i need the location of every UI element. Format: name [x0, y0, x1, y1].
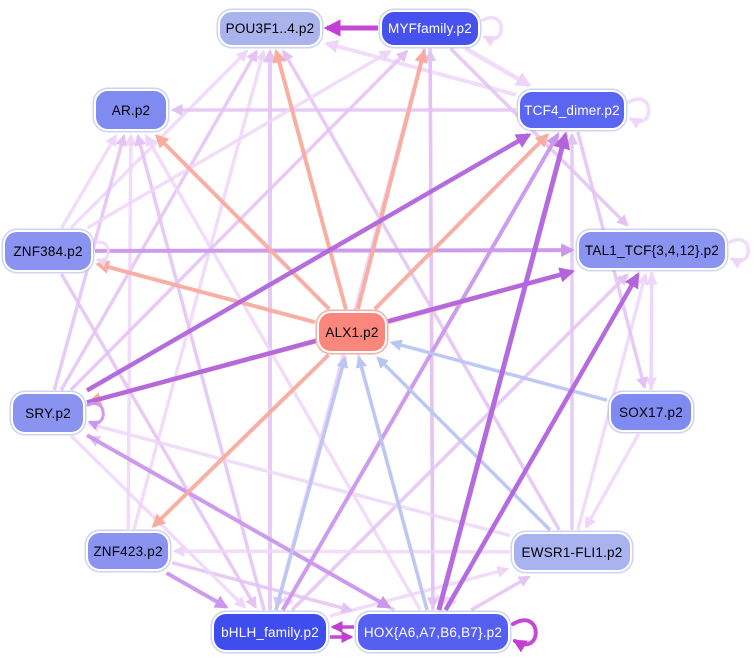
node-label: EWSR1-FLI1.p2 — [521, 544, 623, 560]
node-label: ZNF384.p2 — [13, 243, 83, 259]
edge-sry-hox — [86, 433, 392, 609]
node-HOX{A6,A7,B6,B7}.p2[interactable]: HOX{A6,A7,B6,B7}.p2 — [356, 612, 510, 652]
node-SOX17.p2[interactable]: SOX17.p2 — [609, 392, 693, 432]
edge-ewsr1-znf423 — [172, 545, 511, 558]
node-label: TCF4_dimer.p2 — [524, 102, 620, 118]
edge-alx1-znf423 — [151, 353, 330, 528]
edge-ewsr1-alx1 — [376, 356, 552, 532]
edge-bhlh-ewsr1 — [329, 565, 510, 618]
node-POU3F1..4.p2[interactable]: POU3F1..4.p2 — [218, 9, 322, 47]
node-SRY.p2[interactable]: SRY.p2 — [11, 392, 85, 434]
edge-znf384-myf — [86, 49, 392, 230]
edge-znf384-ar — [60, 133, 118, 229]
edge-myf-tcf4 — [464, 46, 532, 87]
node-ALX1.p2[interactable]: ALX1.p2 — [317, 311, 387, 353]
edge-znf423-hox — [171, 560, 354, 614]
self-loop-myf — [481, 16, 503, 47]
self-loop-hox — [511, 618, 538, 653]
node-AR.p2[interactable]: AR.p2 — [94, 89, 168, 131]
edge-bhlh-alx1 — [274, 355, 349, 611]
node-label: ZNF423.p2 — [93, 543, 163, 559]
node-label: TAL1_TCF{3,4,12}.p2 — [584, 242, 720, 258]
node-ZNF423.p2[interactable]: ZNF423.p2 — [86, 531, 170, 571]
node-TCF4_dimer.p2[interactable]: TCF4_dimer.p2 — [518, 90, 626, 130]
edge-ewsr1-pou3f1 — [282, 49, 561, 531]
edge-alx1-myf — [355, 48, 428, 310]
edge-alx1-ar — [154, 134, 331, 311]
edge-znf423-bhlh — [165, 571, 229, 609]
edge-znf384-tal1 — [94, 243, 575, 257]
edge-alx1-tcf4 — [373, 133, 550, 311]
node-EWSR1-FLI1.p2[interactable]: EWSR1-FLI1.p2 — [512, 532, 632, 572]
self-loop-tcf4 — [627, 97, 651, 129]
self-loop-znf384 — [94, 240, 110, 268]
edge-hox-myf — [424, 49, 437, 611]
edge-alx1-pou3f1 — [272, 48, 348, 310]
edge-ewsr1-sry — [87, 420, 511, 538]
node-MYFfamily.p2[interactable]: MYFfamily.p2 — [380, 9, 480, 47]
node-label: bHLH_family.p2 — [221, 624, 319, 640]
edge-hox-tal1 — [443, 272, 640, 612]
edge-bhlh-tal1 — [290, 273, 629, 612]
edge-sry-tcf4 — [85, 133, 532, 393]
self-loop-sry — [86, 402, 105, 430]
edge-tal1-sox17 — [645, 271, 658, 390]
self-loop-tal1 — [728, 238, 750, 269]
node-TAL1_TCF{3,4,12}.p2[interactable]: TAL1_TCF{3,4,12}.p2 — [577, 230, 727, 270]
edge-myf-tal1 — [449, 47, 629, 227]
node-label: MYFfamily.p2 — [388, 20, 472, 36]
edge-hox-ar — [144, 133, 422, 611]
node-label: ALX1.p2 — [325, 324, 379, 340]
node-label: POU3F1..4.p2 — [225, 20, 315, 36]
node-label: AR.p2 — [111, 102, 151, 118]
node-label: SRY.p2 — [25, 405, 71, 421]
edge-alx1-znf384 — [95, 260, 316, 325]
node-ZNF384.p2[interactable]: ZNF384.p2 — [3, 230, 93, 272]
edge-sox17-ewsr1 — [584, 433, 641, 530]
edge-hox-tcf4 — [436, 131, 571, 611]
node-label: HOX{A6,A7,B6,B7}.p2 — [363, 624, 503, 640]
edge-hox-alx1 — [355, 355, 429, 611]
edge-hox-ewsr1 — [470, 575, 531, 612]
node-label: SOX17.p2 — [619, 404, 683, 420]
node-bHLH_family.p2[interactable]: bHLH_family.p2 — [212, 612, 328, 652]
edge-bhlh-tcf4 — [280, 132, 560, 612]
